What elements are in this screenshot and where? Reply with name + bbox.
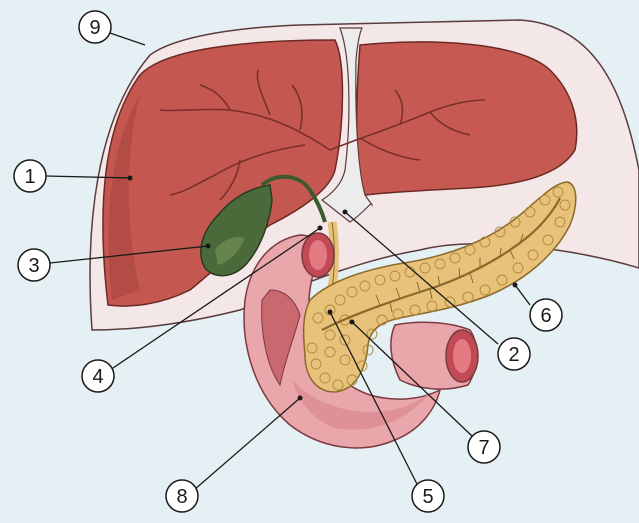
liver-left-lobe bbox=[357, 42, 577, 195]
callout-3: 3 bbox=[18, 249, 50, 281]
callout-4-number: 4 bbox=[92, 366, 103, 388]
callout-1: 1 bbox=[14, 160, 46, 192]
callout-5: 5 bbox=[412, 480, 444, 512]
jejunum-opening-inner bbox=[453, 339, 471, 373]
callout-3-number: 3 bbox=[28, 255, 39, 277]
callout-2-number: 2 bbox=[508, 344, 519, 366]
callout-7: 7 bbox=[468, 431, 500, 463]
callout-5-number: 5 bbox=[422, 486, 433, 508]
callout-8: 8 bbox=[166, 480, 198, 512]
callout-7-number: 7 bbox=[478, 437, 489, 459]
callout-6-number: 6 bbox=[540, 305, 551, 327]
callout-6: 6 bbox=[530, 299, 562, 331]
callout-4: 4 bbox=[82, 360, 114, 392]
callout-2: 2 bbox=[498, 338, 530, 370]
callout-9-number: 9 bbox=[89, 17, 100, 39]
callout-1-number: 1 bbox=[24, 166, 35, 188]
callout-8-number: 8 bbox=[176, 486, 187, 508]
duodenum-upper-opening-inner bbox=[309, 240, 327, 270]
callout-9: 9 bbox=[79, 11, 111, 43]
